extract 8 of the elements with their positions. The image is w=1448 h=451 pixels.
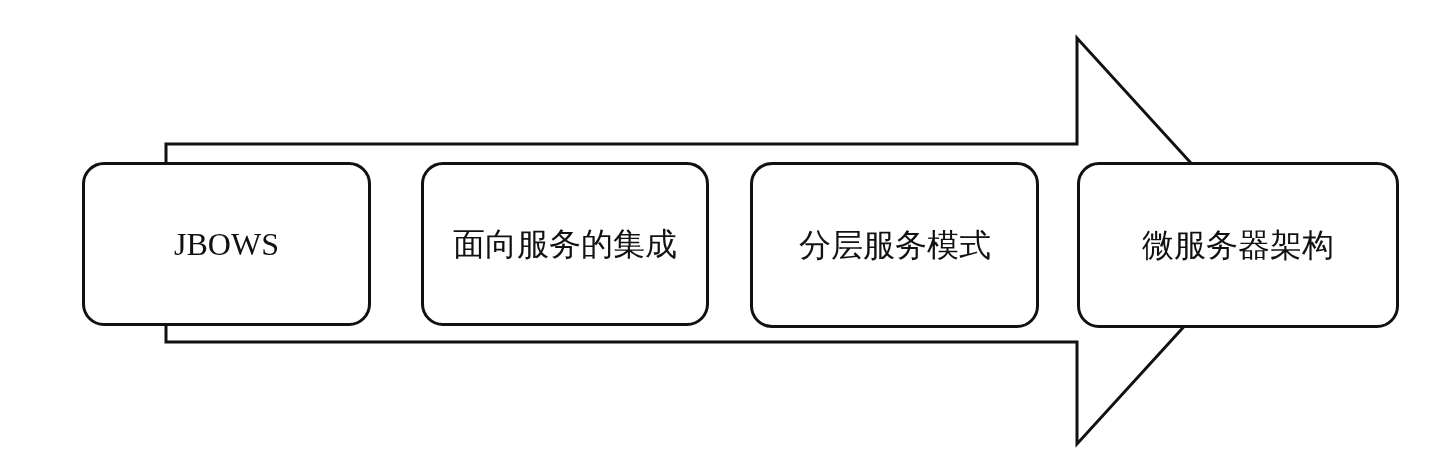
stage-label: JBOWS [174, 224, 279, 264]
stage-label: 分层服务模式 [798, 225, 991, 265]
rounded-box [82, 162, 371, 326]
rounded-box [750, 162, 1039, 328]
rounded-box [421, 162, 709, 326]
rounded-box [1077, 162, 1399, 328]
stage-label: 面向服务的集成 [453, 224, 677, 264]
stage-label: 微服务器架构 [1142, 225, 1334, 265]
